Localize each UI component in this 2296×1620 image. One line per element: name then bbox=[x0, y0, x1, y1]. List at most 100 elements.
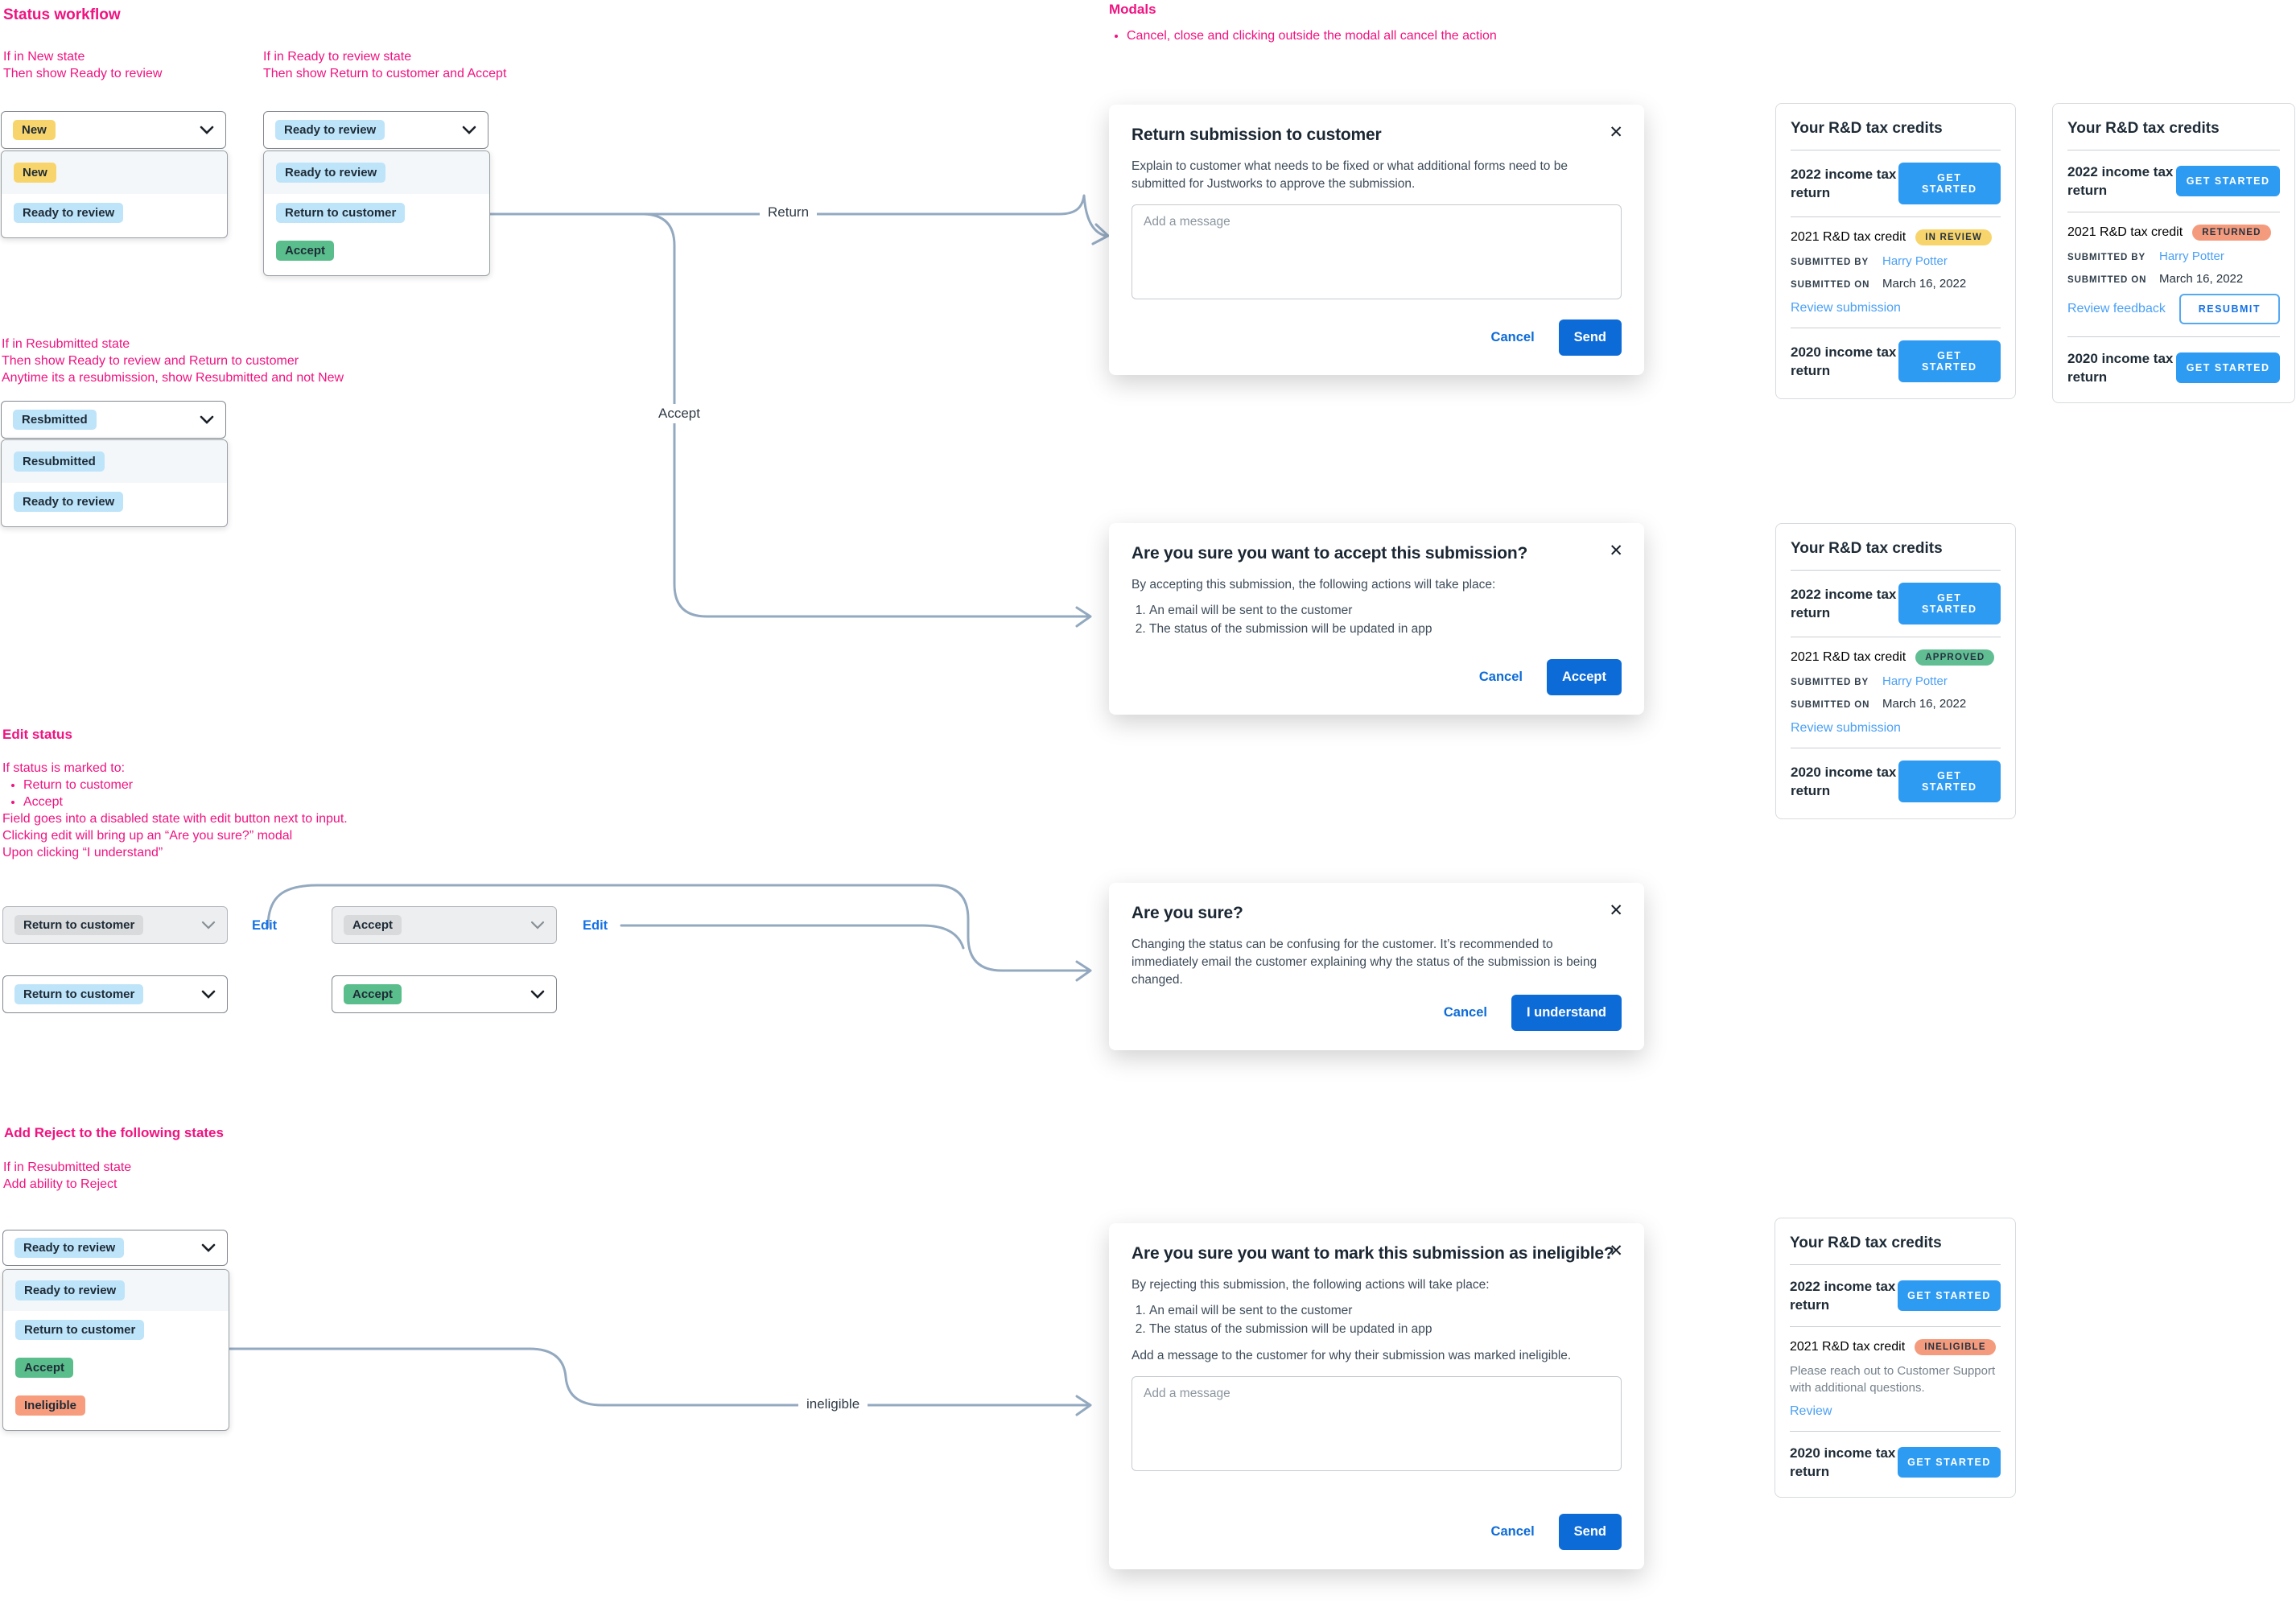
submitted-by-link[interactable]: Harry Potter bbox=[1882, 674, 1948, 688]
card-title: Your R&D tax credits bbox=[1790, 1235, 1942, 1251]
chevron-down-icon bbox=[201, 921, 216, 930]
note-line: Upon clicking “I understand” bbox=[2, 846, 163, 859]
edit-button[interactable]: Edit bbox=[252, 918, 278, 933]
get-started-button[interactable]: GET STARTED bbox=[1898, 1280, 2001, 1311]
get-started-button[interactable]: GET STARTED bbox=[1898, 163, 2001, 204]
chevron-down-icon bbox=[462, 126, 476, 134]
resubmit-button[interactable]: RESUBMIT bbox=[2179, 294, 2280, 324]
submitted-by-row: SUBMITTED BY Harry Potter bbox=[1791, 674, 2001, 688]
option-ready-to-review[interactable]: Ready to review bbox=[2, 483, 227, 521]
option-ready-to-review[interactable]: Ready to review bbox=[2, 194, 227, 232]
get-started-button[interactable]: GET STARTED bbox=[1898, 583, 2001, 625]
note-resubmitted-state: If in Resubmitted state Then show Ready … bbox=[2, 336, 344, 386]
message-textarea[interactable] bbox=[1132, 204, 1622, 299]
note-line: Cancel, close and clicking outside the m… bbox=[1127, 27, 1497, 44]
close-icon[interactable]: ✕ bbox=[1607, 1239, 1625, 1263]
get-started-button[interactable]: GET STARTED bbox=[1898, 340, 2001, 382]
chevron-down-icon bbox=[530, 921, 545, 930]
note-line: Clicking edit will bring up an “Are you … bbox=[2, 829, 293, 843]
close-icon[interactable]: ✕ bbox=[1607, 121, 1625, 144]
chevron-down-icon bbox=[530, 990, 545, 999]
connector-accept bbox=[642, 212, 1090, 618]
divider bbox=[1790, 1431, 2001, 1432]
credit-row-2022: 2022 income tax return GET STARTED bbox=[1790, 1277, 2001, 1314]
status-select-new[interactable]: New bbox=[1, 111, 226, 149]
status-chip: Return to customer bbox=[14, 915, 144, 935]
option-resubmitted[interactable]: Resubmitted bbox=[2, 440, 227, 483]
credit-label: 2022 income tax return bbox=[1791, 167, 1897, 200]
field-label: SUBMITTED ON bbox=[2067, 275, 2147, 285]
status-options-resubmitted: Resubmitted Ready to review bbox=[1, 439, 228, 527]
edit-button[interactable]: Edit bbox=[583, 918, 608, 933]
list-item: The status of the submission will be upd… bbox=[1149, 1321, 1622, 1338]
list-item: An email will be sent to the customer bbox=[1149, 602, 1622, 619]
modal-body: By rejecting this submission, the follow… bbox=[1132, 1278, 1490, 1292]
status-select-ready[interactable]: Ready to review bbox=[263, 111, 488, 149]
send-button[interactable]: Send bbox=[1558, 319, 1622, 356]
field-label: SUBMITTED BY bbox=[1791, 678, 1869, 687]
status-chip: Accept bbox=[15, 1358, 74, 1378]
status-chip: Return to customer bbox=[15, 1320, 145, 1340]
note-line: Accept bbox=[23, 794, 348, 810]
note-line: Return to customer bbox=[23, 777, 348, 794]
cancel-button[interactable]: Cancel bbox=[1490, 1524, 1535, 1539]
note-new-state: If in New state Then show Ready to revie… bbox=[3, 48, 162, 82]
field-label: SUBMITTED ON bbox=[1791, 280, 1870, 290]
send-button[interactable]: Send bbox=[1558, 1514, 1622, 1550]
modal-body: Changing the status can be confusing for… bbox=[1132, 938, 1597, 987]
submitted-by-link[interactable]: Harry Potter bbox=[2159, 249, 2224, 263]
modal-accept-confirmation: Are you sure you want to accept this sub… bbox=[1109, 523, 1644, 715]
get-started-button[interactable]: GET STARTED bbox=[2176, 166, 2280, 196]
credit-row-2022: 2022 income tax return GET STARTED bbox=[1791, 163, 2001, 204]
cancel-button[interactable]: Cancel bbox=[1478, 670, 1523, 684]
credit-row-2020: 2020 income tax return GET STARTED bbox=[2067, 349, 2280, 386]
status-select-accept[interactable]: Accept bbox=[332, 975, 557, 1013]
status-select-resubmitted[interactable]: Resbmitted bbox=[1, 401, 226, 439]
card-title: Your R&D tax credits bbox=[1791, 540, 1943, 557]
get-started-button[interactable]: GET STARTED bbox=[1898, 761, 2001, 802]
submitted-by-link[interactable]: Harry Potter bbox=[1882, 254, 1948, 268]
review-link[interactable]: Review bbox=[1790, 1404, 1832, 1418]
get-started-button[interactable]: GET STARTED bbox=[1898, 1447, 2001, 1478]
get-started-button[interactable]: GET STARTED bbox=[2176, 352, 2280, 383]
status-select-return[interactable]: Return to customer bbox=[2, 975, 228, 1013]
credit-row-2021: 2021 R&D tax credit APPROVED bbox=[1791, 649, 2001, 666]
modal-return-submission: Return submission to customer ✕ Explain … bbox=[1109, 105, 1644, 375]
modal-body: By accepting this submission, the follow… bbox=[1132, 578, 1496, 592]
close-icon[interactable]: ✕ bbox=[1607, 539, 1625, 563]
submitted-on-value: March 16, 2022 bbox=[1882, 277, 1967, 291]
option-new[interactable]: New bbox=[2, 151, 227, 194]
option-ready-to-review[interactable]: Ready to review bbox=[264, 151, 489, 194]
message-textarea[interactable] bbox=[1132, 1376, 1622, 1471]
status-select-reject-flow[interactable]: Ready to review bbox=[2, 1230, 228, 1266]
review-feedback-link[interactable]: Review feedback bbox=[2067, 302, 2166, 315]
review-submission-link[interactable]: Review submission bbox=[1791, 721, 1901, 735]
option-accept[interactable]: Accept bbox=[264, 232, 489, 270]
credit-row-2020: 2020 income tax return GET STARTED bbox=[1791, 761, 2001, 802]
note-line: If status is marked to: bbox=[2, 761, 126, 775]
option-ineligible[interactable]: Ineligible bbox=[3, 1387, 229, 1424]
cancel-button[interactable]: Cancel bbox=[1490, 330, 1535, 344]
credit-label: 2022 income tax return bbox=[2067, 164, 2174, 198]
section-title-status-workflow: Status workflow bbox=[3, 6, 121, 23]
status-select-disabled-accept: Accept bbox=[332, 906, 557, 944]
option-return-to-customer[interactable]: Return to customer bbox=[264, 194, 489, 232]
credit-label: 2020 income tax return bbox=[1790, 1445, 1896, 1479]
rd-tax-credits-card-approved: Your R&D tax credits 2022 income tax ret… bbox=[1775, 523, 2016, 819]
cancel-button[interactable]: Cancel bbox=[1443, 1005, 1487, 1020]
status-chip: Return to customer bbox=[14, 984, 144, 1004]
option-return-to-customer[interactable]: Return to customer bbox=[3, 1311, 229, 1349]
note-line: Then show Ready to review bbox=[3, 67, 163, 80]
i-understand-button[interactable]: I understand bbox=[1511, 995, 1622, 1031]
credit-row-2022: 2022 income tax return GET STARTED bbox=[1791, 583, 2001, 625]
option-accept[interactable]: Accept bbox=[3, 1349, 229, 1387]
close-icon[interactable]: ✕ bbox=[1607, 899, 1625, 922]
section-title-add-reject: Add Reject to the following states bbox=[4, 1125, 224, 1140]
field-label: SUBMITTED ON bbox=[1791, 700, 1870, 710]
field-label: SUBMITTED BY bbox=[2067, 253, 2146, 262]
accept-button[interactable]: Accept bbox=[1546, 659, 1622, 695]
review-submission-link[interactable]: Review submission bbox=[1791, 301, 1901, 315]
chevron-down-icon bbox=[201, 990, 216, 999]
option-ready-to-review[interactable]: Ready to review bbox=[3, 1270, 229, 1311]
status-chip: Ready to review bbox=[15, 1280, 126, 1301]
